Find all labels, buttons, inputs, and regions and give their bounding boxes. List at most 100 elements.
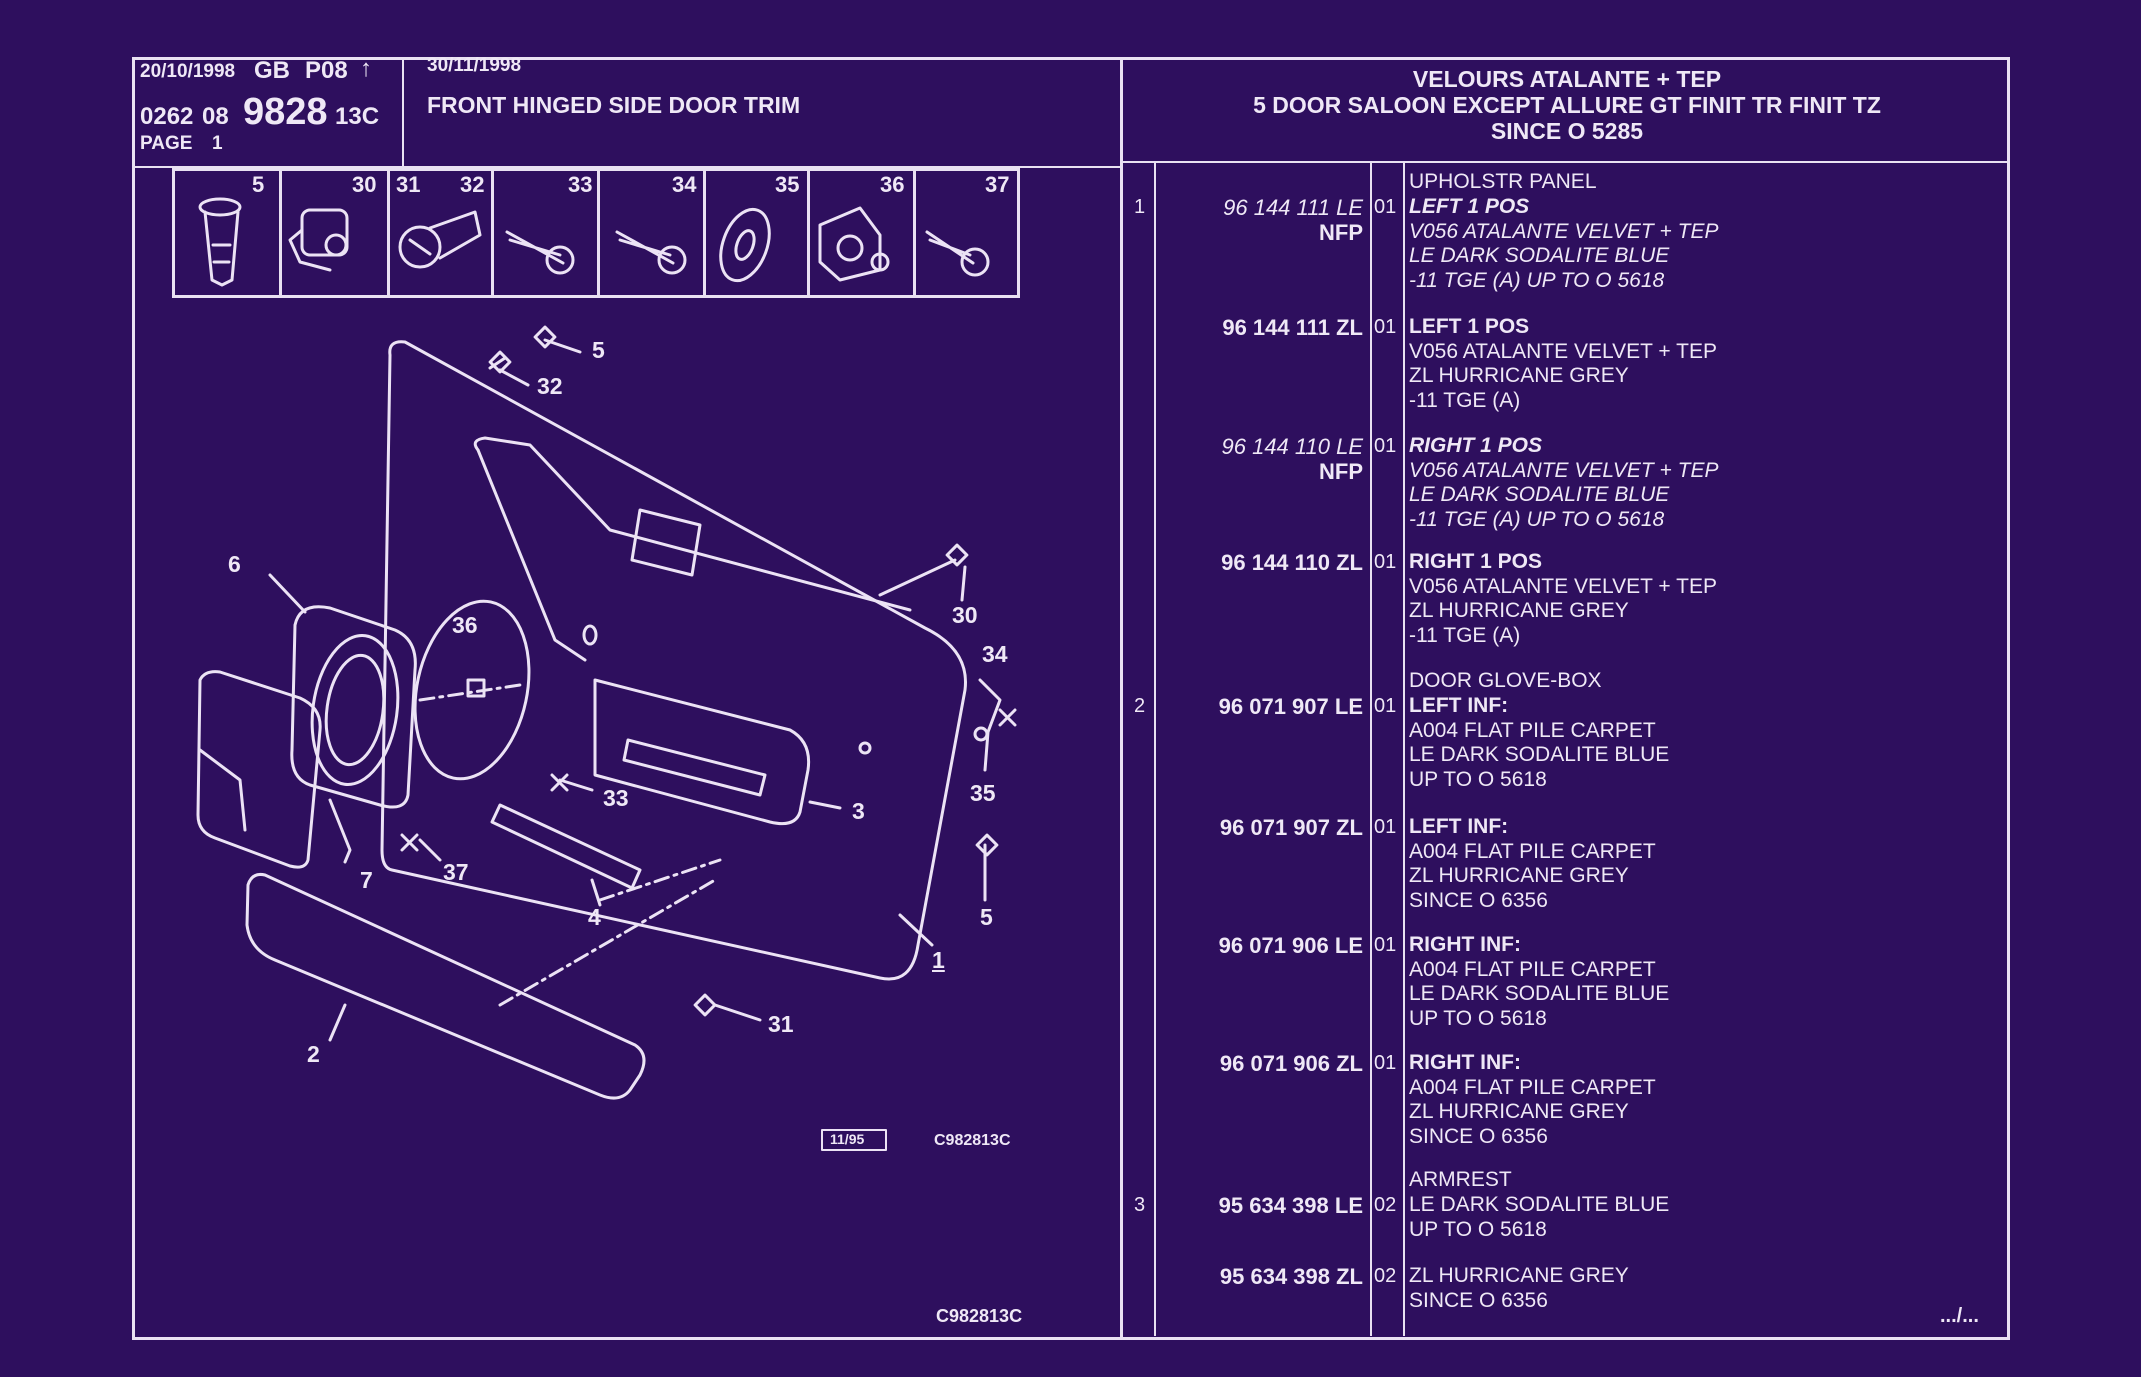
callout: 5: [980, 904, 993, 930]
part-description-line: ZL HURRICANE GREY: [1409, 599, 1629, 622]
fastener-label: 35: [775, 172, 800, 197]
part-description-line: SINCE O 6356: [1409, 1288, 1548, 1312]
callout: 35: [970, 780, 996, 806]
part-description-line: A004 FLAT PILE CARPET: [1409, 718, 1656, 742]
part-reference: 95 634 398 LE: [1218, 1193, 1363, 1218]
part-description-line: LEFT INF:: [1409, 815, 1509, 838]
callout: 5: [592, 337, 605, 363]
part-quantity: 02: [1374, 1194, 1397, 1216]
part-quantity: 01: [1374, 435, 1397, 457]
callout: 1: [932, 947, 945, 973]
part-description-line: A004 FLAT PILE CARPET: [1409, 957, 1656, 981]
divider-col-num: [1154, 161, 1156, 1336]
callout: 6: [228, 551, 241, 577]
arrow-up-icon: ↑: [360, 55, 372, 82]
fastener-cell: [282, 171, 390, 295]
part-reference: 95 634 398 ZL: [1219, 1264, 1363, 1289]
header-date1: 20/10/1998: [140, 61, 236, 82]
page-title: FRONT HINGED SIDE DOOR TRIM: [427, 92, 801, 118]
part-description-line: LE DARK SODALITE BLUE: [1409, 743, 1670, 766]
header-region: GB: [254, 57, 290, 84]
fastener-cell: [810, 171, 916, 295]
callout: 37: [443, 859, 469, 885]
fastener-label: 5: [252, 172, 265, 197]
callout: 7: [360, 867, 373, 893]
part-reference: 96 071 907 LE: [1218, 694, 1363, 719]
part-description-line: LE DARK SODALITE BLUE: [1409, 982, 1670, 1005]
divider-col-qty: [1403, 161, 1405, 1336]
spec-line1: VELOURS ATALANTE + TEP: [1412, 66, 1722, 92]
part-description-line: RIGHT INF:: [1409, 933, 1521, 956]
item-number: 1: [1134, 196, 1146, 218]
revision-stamp: 11/95: [830, 1131, 865, 1147]
part-description-line: SINCE O 6356: [1409, 1124, 1548, 1148]
part-description-line: LE DARK SODALITE BLUE: [1409, 244, 1670, 267]
part-description-line: A004 FLAT PILE CARPET: [1409, 839, 1656, 863]
part-name: ARMREST: [1409, 1168, 1512, 1191]
part-quantity: 01: [1374, 1052, 1397, 1074]
part-reference: 96 144 110 ZL: [1221, 550, 1363, 575]
part-description-line: -11 TGE (A): [1409, 623, 1521, 647]
part-quantity: 02: [1374, 1265, 1397, 1287]
part-description-line: V056 ATALANTE VELVET + TEP: [1409, 458, 1719, 482]
spec-line2: 5 DOOR SALOON EXCEPT ALLURE GT FINIT TR …: [1253, 92, 1881, 118]
part-description-line: A004 FLAT PILE CARPET: [1409, 1075, 1656, 1099]
part-description-line: RIGHT 1 POS: [1409, 434, 1543, 457]
callout: 3: [852, 798, 865, 824]
callout: 34: [982, 641, 1008, 667]
part-description-line: V056 ATALANTE VELVET + TEP: [1409, 219, 1719, 243]
part-description-line: UP TO O 5618: [1409, 1217, 1547, 1241]
part-reference: 96 144 111 LE: [1223, 195, 1363, 220]
part-description-line: UP TO O 5618: [1409, 1006, 1547, 1030]
fastener-cell: [494, 171, 600, 295]
header-code-c: 13C: [335, 103, 380, 130]
drawing-code: C982813C: [934, 1132, 1011, 1149]
part-reference: 96 071 907 ZL: [1219, 815, 1363, 840]
part-reference: 96 144 110 LE: [1221, 434, 1364, 459]
spec-line3: SINCE O 5285: [1490, 118, 1644, 144]
part-quantity: 01: [1374, 316, 1397, 338]
part-note: NFP: [1319, 220, 1363, 245]
part-description-line: ZL HURRICANE GREY: [1409, 364, 1629, 387]
part-description-line: SINCE O 6356: [1409, 888, 1548, 912]
part-description-line: LE DARK SODALITE BLUE: [1409, 1193, 1670, 1216]
callout: 30: [952, 602, 978, 628]
part-description-line: V056 ATALANTE VELVET + TEP: [1409, 574, 1717, 598]
fastener-cell: [390, 171, 494, 295]
fastener-label: 30: [352, 172, 377, 197]
part-reference: 96 144 111 ZL: [1222, 315, 1363, 340]
fastener-cell: [175, 171, 282, 295]
fastener-cell: [706, 171, 810, 295]
part-description-line: ZL HURRICANE GREY: [1409, 1264, 1629, 1287]
divider-header-left: [402, 57, 404, 167]
fastener-label: 37: [985, 172, 1010, 197]
fastener-label: 31: [396, 172, 421, 197]
callout: 31: [768, 1011, 794, 1037]
part-quantity: 01: [1374, 816, 1397, 838]
part-quantity: 01: [1374, 551, 1397, 573]
header-page-num: 1: [212, 133, 223, 154]
fastener-strip: [172, 168, 1020, 298]
part-note: NFP: [1319, 459, 1363, 484]
fastener-label: 36: [880, 172, 905, 197]
part-quantity: 01: [1374, 695, 1397, 717]
continuation-marker: .../...: [1940, 1305, 1979, 1327]
drawing-code-footer: C982813C: [936, 1306, 1023, 1326]
part-reference: 96 071 906 LE: [1218, 933, 1363, 958]
callout: 33: [603, 785, 629, 811]
part-description-line: LEFT 1 POS: [1409, 195, 1530, 218]
part-quantity: 01: [1374, 934, 1397, 956]
callout: 36: [452, 612, 478, 638]
divider-col-ref: [1370, 161, 1372, 1336]
item-number: 3: [1134, 1194, 1146, 1216]
part-description-line: UP TO O 5618: [1409, 767, 1547, 791]
fastener-label: 33: [568, 172, 593, 197]
part-description-line: -11 TGE (A) UP TO O 5618: [1409, 268, 1665, 292]
item-number: 2: [1134, 695, 1146, 717]
part-reference: 96 071 906 ZL: [1219, 1051, 1363, 1076]
part-quantity: 01: [1374, 196, 1397, 218]
fastener-label: 34: [672, 172, 697, 197]
divider-header-left-bottom: [132, 166, 1122, 168]
part-description-line: LE DARK SODALITE BLUE: [1409, 483, 1670, 506]
part-description-line: LEFT 1 POS: [1409, 315, 1530, 338]
